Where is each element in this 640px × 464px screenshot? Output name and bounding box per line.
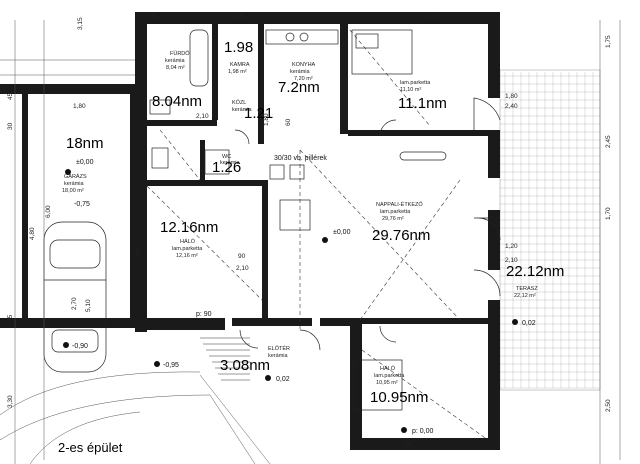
svg-text:0,02: 0,02: [522, 320, 536, 327]
svg-text:1,70: 1,70: [605, 207, 612, 220]
svg-text:kerámia: kerámia: [220, 160, 241, 166]
svg-text:kerámia: kerámia: [165, 58, 186, 64]
fixtures: [149, 29, 447, 411]
svg-text:8,04 m²: 8,04 m²: [166, 65, 185, 71]
area-nappali: 29.76nm: [372, 227, 430, 244]
svg-text:3,30: 3,30: [7, 395, 14, 408]
area-terasz: 22.12nm: [506, 263, 564, 280]
svg-text:1,80: 1,80: [263, 113, 270, 126]
svg-text:HÁLÓ: HÁLÓ: [380, 365, 396, 372]
svg-text:7,20 m²: 7,20 m²: [294, 76, 313, 82]
svg-text:45: 45: [7, 92, 14, 100]
svg-text:FÜRDŐ: FÜRDŐ: [170, 50, 190, 57]
svg-text:11,10 m²: 11,10 m²: [400, 87, 421, 93]
svg-text:-0,90: -0,90: [72, 343, 88, 350]
svg-text:kerámia: kerámia: [268, 353, 289, 359]
area-halo1: 11.1nm: [398, 95, 447, 112]
svg-text:kerámia: kerámia: [64, 181, 85, 187]
svg-text:1,75: 1,75: [605, 35, 612, 48]
svg-text:KONYHA: KONYHA: [292, 62, 316, 68]
svg-text:1,20: 1,20: [505, 243, 518, 250]
svg-text:±0,00: ±0,00: [333, 229, 351, 236]
svg-text:3,15: 3,15: [77, 17, 84, 30]
svg-text:0,02: 0,02: [276, 376, 290, 383]
svg-text:lam.parketta: lam.parketta: [380, 209, 411, 215]
svg-text:TERASZ: TERASZ: [516, 286, 538, 292]
svg-text:KAMRA: KAMRA: [230, 62, 250, 68]
svg-text:18,00 m²: 18,00 m²: [62, 188, 84, 194]
svg-text:lam.parketta: lam.parketta: [374, 373, 405, 379]
area-konyha: 7.2nm: [278, 79, 320, 96]
door-swings: [234, 97, 501, 351]
stairs: [200, 337, 250, 381]
room-labels: FÜRDŐ kerámia 8,04 m² KAMRA 1,98 m² KONY…: [62, 50, 538, 386]
svg-text:2,40: 2,40: [505, 103, 518, 110]
svg-text:2,70: 2,70: [71, 297, 78, 310]
svg-text:kerámia: kerámia: [232, 107, 253, 113]
svg-text:5,10: 5,10: [85, 299, 92, 312]
svg-text:1,80: 1,80: [505, 93, 518, 100]
svg-text:45: 45: [7, 314, 14, 322]
svg-text:30: 30: [7, 122, 14, 130]
svg-text:±0,00: ±0,00: [76, 159, 94, 166]
svg-text:50: 50: [404, 441, 412, 448]
svg-text:1,98 m²: 1,98 m²: [228, 69, 247, 75]
area-wc: 1.26: [212, 159, 241, 176]
walls: [0, 12, 500, 450]
svg-text:-0,95: -0,95: [163, 362, 179, 369]
svg-text:30/30 vb. pillérek: 30/30 vb. pillérek: [274, 155, 327, 162]
driveway-curves: [0, 371, 271, 464]
svg-text:2,45: 2,45: [605, 135, 612, 148]
svg-text:2,10: 2,10: [196, 113, 209, 120]
area-halo3: 10.95nm: [370, 389, 428, 406]
terrace-grid: [499, 69, 601, 391]
svg-text:2,50: 2,50: [605, 399, 612, 412]
svg-text:-0,75: -0,75: [74, 201, 90, 208]
area-eloter: 3.08nm: [220, 357, 270, 374]
svg-text:4,80: 4,80: [29, 227, 36, 240]
svg-text:60: 60: [285, 118, 292, 126]
svg-text:lam.parketta: lam.parketta: [400, 80, 431, 86]
svg-text:22,12 m²: 22,12 m²: [514, 293, 536, 299]
svg-text:GARÁZS: GARÁZS: [64, 173, 87, 180]
building-caption: 2-es épület: [58, 440, 123, 455]
area-furdo: 8.04nm: [152, 93, 202, 110]
svg-text:29,76 m²: 29,76 m²: [382, 216, 404, 222]
svg-text:NAPPALI-ÉTKEZŐ: NAPPALI-ÉTKEZŐ: [376, 201, 423, 208]
svg-text:6,00: 6,00: [45, 205, 52, 218]
area-garazs: 18nm: [66, 135, 104, 152]
svg-text:1,80: 1,80: [73, 103, 86, 110]
svg-text:HÁLÓ: HÁLÓ: [180, 238, 196, 245]
svg-text:p: 0,00: p: 0,00: [412, 428, 434, 435]
svg-text:p: 90: p: 90: [196, 311, 212, 318]
svg-text:12,16 m²: 12,16 m²: [176, 253, 198, 259]
svg-text:3,80: 3,80: [135, 245, 142, 258]
svg-text:WC: WC: [222, 154, 231, 160]
area-kamra: 1.98: [224, 39, 253, 56]
svg-text:KÖZL: KÖZL: [232, 99, 246, 106]
svg-text:ELŐTÉR: ELŐTÉR: [268, 345, 290, 352]
svg-text:kerámia: kerámia: [290, 69, 311, 75]
svg-text:45: 45: [150, 13, 158, 20]
dashed-lines: [146, 29, 489, 441]
svg-text:2,10: 2,10: [236, 265, 249, 272]
level-markers: [63, 169, 518, 433]
svg-text:1,80: 1,80: [232, 13, 245, 20]
area-halo2: 12.16nm: [160, 219, 218, 236]
svg-text:1,80: 1,80: [426, 13, 439, 20]
svg-text:10,95 m²: 10,95 m²: [376, 380, 398, 386]
svg-text:90: 90: [238, 253, 246, 260]
level-texts: ±0,00 ±0,00 -0,75 -0,90 -0,95 0,02 0,02 …: [72, 155, 536, 435]
area-kozl: 1.21: [244, 105, 273, 122]
svg-text:2,10: 2,10: [505, 257, 518, 264]
dimension-lines: 3,15 1,75 2,45 1,70 2,50 6,00 4,80 3,80 …: [0, 13, 621, 464]
svg-text:lam.parketta: lam.parketta: [172, 246, 203, 252]
handwritten-areas: 1.98 7.2nm 11.1nm 8.04nm 1.21 18nm 1.26 …: [66, 39, 564, 406]
